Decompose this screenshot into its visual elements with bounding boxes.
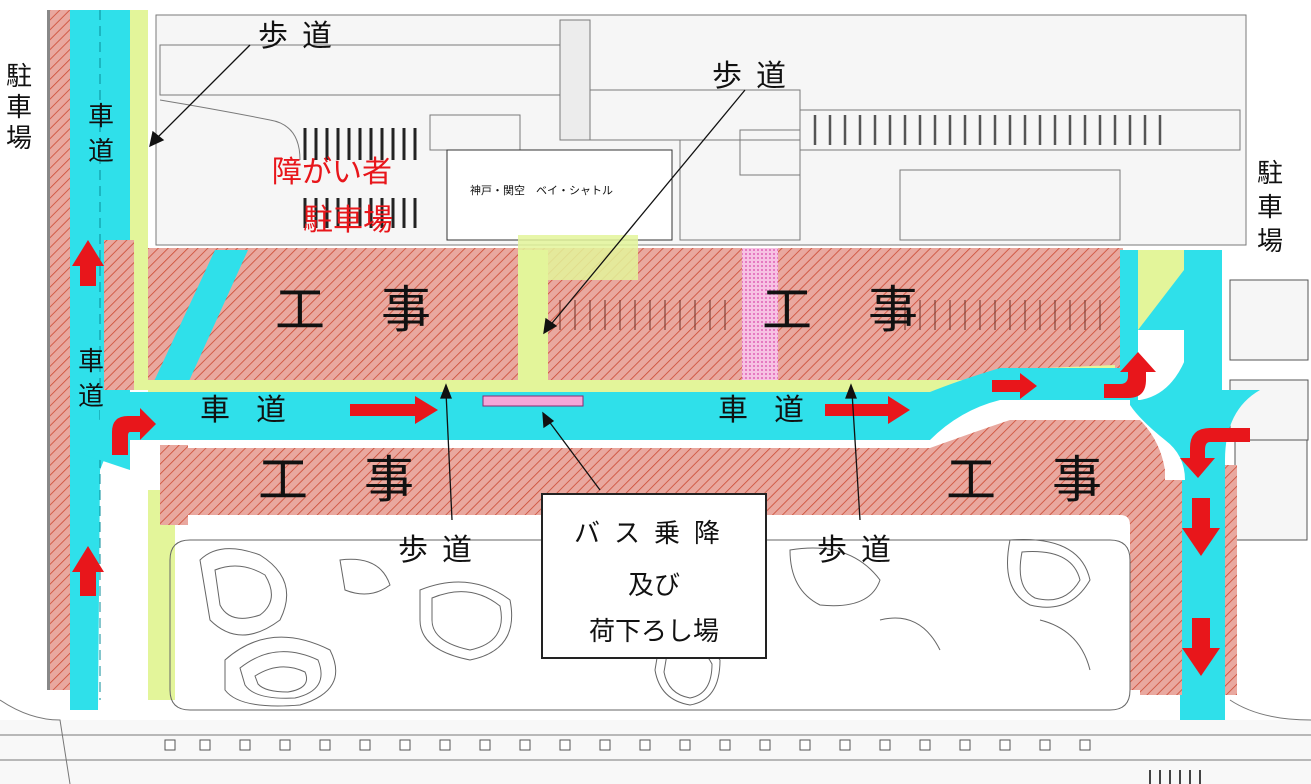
parking-label-left: 駐車場 [6,62,33,155]
accessible-parking-label-1: 障がい者 [272,155,392,190]
pedestrian-crossing [742,248,778,380]
sidewalk-label-top-right: 歩道 [712,59,800,94]
arrow-turn-left [112,408,156,455]
arrow-right-2 [825,396,910,424]
arrow-curve-up [1104,352,1156,398]
roadway-label-main-left: 車道 [200,393,312,428]
arrow-right-1 [350,396,438,424]
roadway-label-left-lower: 車道 [78,347,105,413]
right-building [1229,279,1309,541]
arrow-right-3 [992,373,1037,399]
bus-stop-line-1: バス乗降 [573,519,734,549]
sidewalk-label-bottom-right: 歩道 [817,533,905,568]
arrow-down-right-2 [1182,618,1220,676]
leader-lines [149,44,861,521]
parking-stalls-top [813,115,1162,145]
arrow-up-left-lower [72,546,104,596]
accessible-stalls [303,128,417,228]
accessible-parking-label-2: 駐車場 [303,203,393,238]
roadway-label-left-upper: 車道 [88,102,115,168]
shuttle-building-label: 神戸・関空 ベイ・シャトル [470,184,613,197]
sidewalk-label-top-left: 歩道 [258,19,346,54]
arrow-up-left-upper [72,240,104,286]
bus-stop-callout: バス乗降 及び 荷下ろし場 [541,493,767,659]
left-roadway [70,10,130,710]
construction-label-2: 工事 [762,281,974,339]
parking-label-right: 駐車場 [1257,159,1284,257]
roadway-label-main-right: 車道 [718,393,830,428]
construction-label-3: 工事 [258,451,470,509]
sidewalk-label-bottom-left: 歩道 [398,533,486,568]
traffic-arrows [72,240,1250,676]
left-sidewalk [130,10,148,390]
construction-label-4: 工事 [946,451,1158,509]
bus-stop-line-2: 及び [627,571,680,601]
bus-stop-line-3: 荷下ろし場 [588,617,719,647]
construction-lower [160,420,1165,690]
construction-label-1: 工事 [275,281,487,339]
left-parking-strip [50,10,70,690]
arrow-down-right-1 [1182,498,1220,556]
arrow-curve-down [1180,428,1250,478]
